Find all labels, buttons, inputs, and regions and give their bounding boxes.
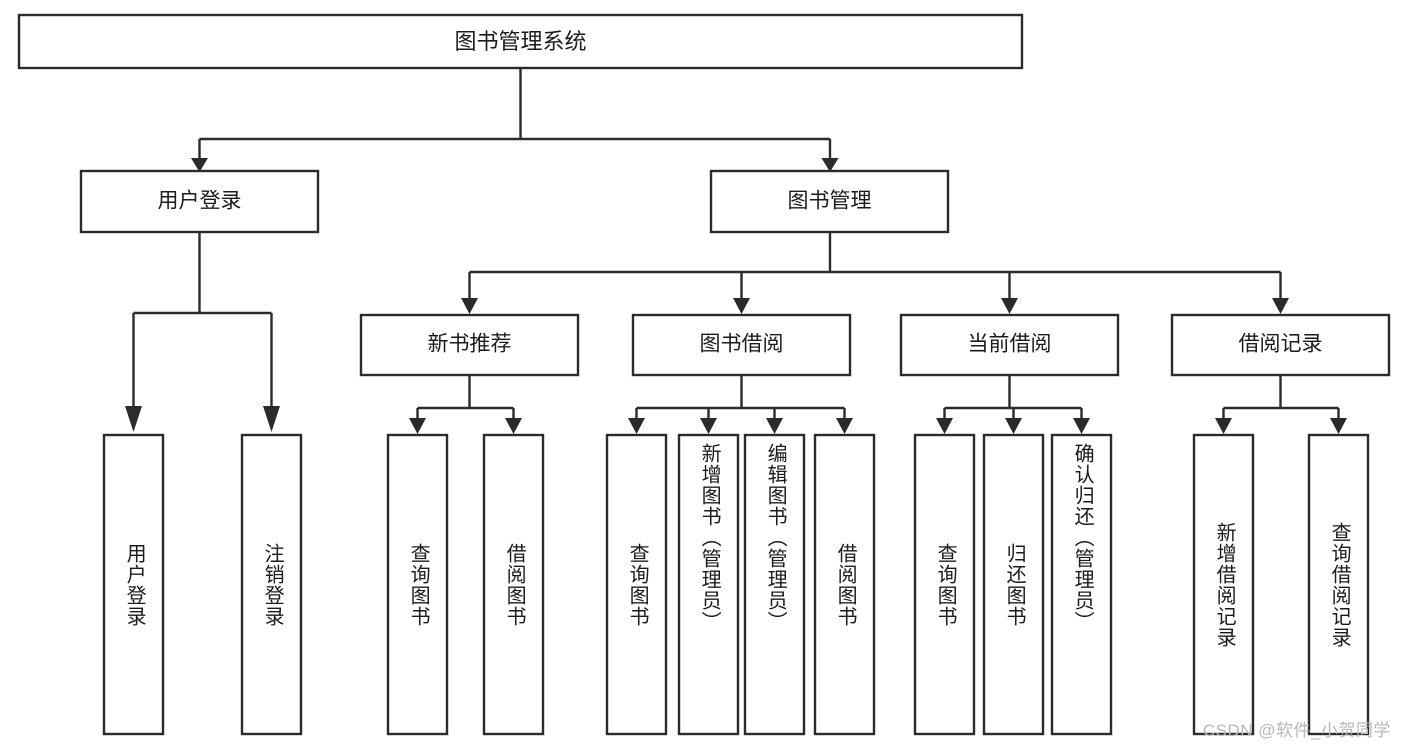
arrow-leaf-11: [1073, 418, 1090, 434]
node-root[interactable]: 图书管理系统: [17, 13, 1024, 70]
node-book-borrow-box[interactable]: [631, 313, 852, 377]
arrow-leaf-4: [505, 418, 522, 434]
leaf-box-10[interactable]: [982, 433, 1045, 736]
leaf-box-6[interactable]: [677, 433, 740, 736]
leaf-box-9[interactable]: [913, 433, 976, 736]
node-book-borrow-label: 图书借阅: [700, 333, 784, 356]
arrow-leaf-5: [628, 418, 645, 434]
arrow-leaf-9: [936, 418, 953, 434]
arrow-leaf-12: [1215, 418, 1232, 434]
leaf-box-3[interactable]: [386, 433, 449, 736]
node-current-borrow[interactable]: 当前借阅: [899, 313, 1120, 377]
leaf-box-12[interactable]: [1192, 433, 1255, 736]
arrow-to-current-borrow: [1001, 298, 1018, 314]
node-borrow-record-box[interactable]: [1170, 313, 1391, 377]
leaf-box-13[interactable]: [1307, 433, 1370, 736]
leaf-box-4[interactable]: [482, 433, 545, 736]
csdn-watermark: CSDN @软件_小贺同学: [1202, 721, 1391, 740]
node-root-box[interactable]: [17, 13, 1024, 70]
node-borrow-record-label: 借阅记录: [1239, 333, 1323, 356]
node-book-borrow[interactable]: 图书借阅: [631, 313, 852, 377]
leaf-box-11[interactable]: [1050, 433, 1113, 736]
node-root-label: 图书管理系统: [454, 29, 586, 54]
arrow-leaf-13: [1330, 418, 1347, 434]
arrow-to-borrow: [733, 298, 750, 314]
arrow-leaf-1: [125, 406, 142, 432]
node-user-login-label: 用户登录: [158, 190, 242, 213]
arrow-to-borrow-record: [1272, 298, 1289, 314]
arrow-leaf-8: [836, 418, 853, 434]
node-book-management-label: 图书管理: [788, 190, 872, 213]
connector-group: [125, 68, 1347, 434]
arrow-leaf-6: [700, 418, 717, 434]
node-new-book-recommend-label: 新书推荐: [428, 333, 512, 356]
node-new-book-recommend[interactable]: 新书推荐: [359, 313, 580, 377]
node-new-book-recommend-box[interactable]: [359, 313, 580, 377]
arrow-leaf-7: [766, 418, 783, 434]
arrow-to-book-mgmt: [821, 158, 839, 172]
node-user-login[interactable]: 用户登录: [79, 169, 320, 234]
arrow-leaf-2: [263, 406, 280, 432]
arrow-to-user-login: [191, 158, 208, 172]
leaf-box-1[interactable]: [102, 433, 165, 736]
node-current-borrow-label: 当前借阅: [968, 333, 1052, 356]
arrow-leaf-10: [1005, 418, 1022, 434]
leaf-box-8[interactable]: [813, 433, 876, 736]
leaf-box-5[interactable]: [605, 433, 668, 736]
leaf-node-group: [102, 433, 1370, 736]
node-borrow-record[interactable]: 借阅记录: [1170, 313, 1391, 377]
node-user-login-box[interactable]: [79, 169, 320, 234]
arrow-leaf-3: [409, 418, 426, 434]
arrow-to-new-book: [461, 298, 478, 314]
node-current-borrow-box[interactable]: [899, 313, 1120, 377]
leaf-box-2[interactable]: [240, 433, 303, 736]
node-book-management[interactable]: 图书管理: [709, 169, 950, 234]
node-book-management-box[interactable]: [709, 169, 950, 234]
leaf-box-7[interactable]: [743, 433, 806, 736]
